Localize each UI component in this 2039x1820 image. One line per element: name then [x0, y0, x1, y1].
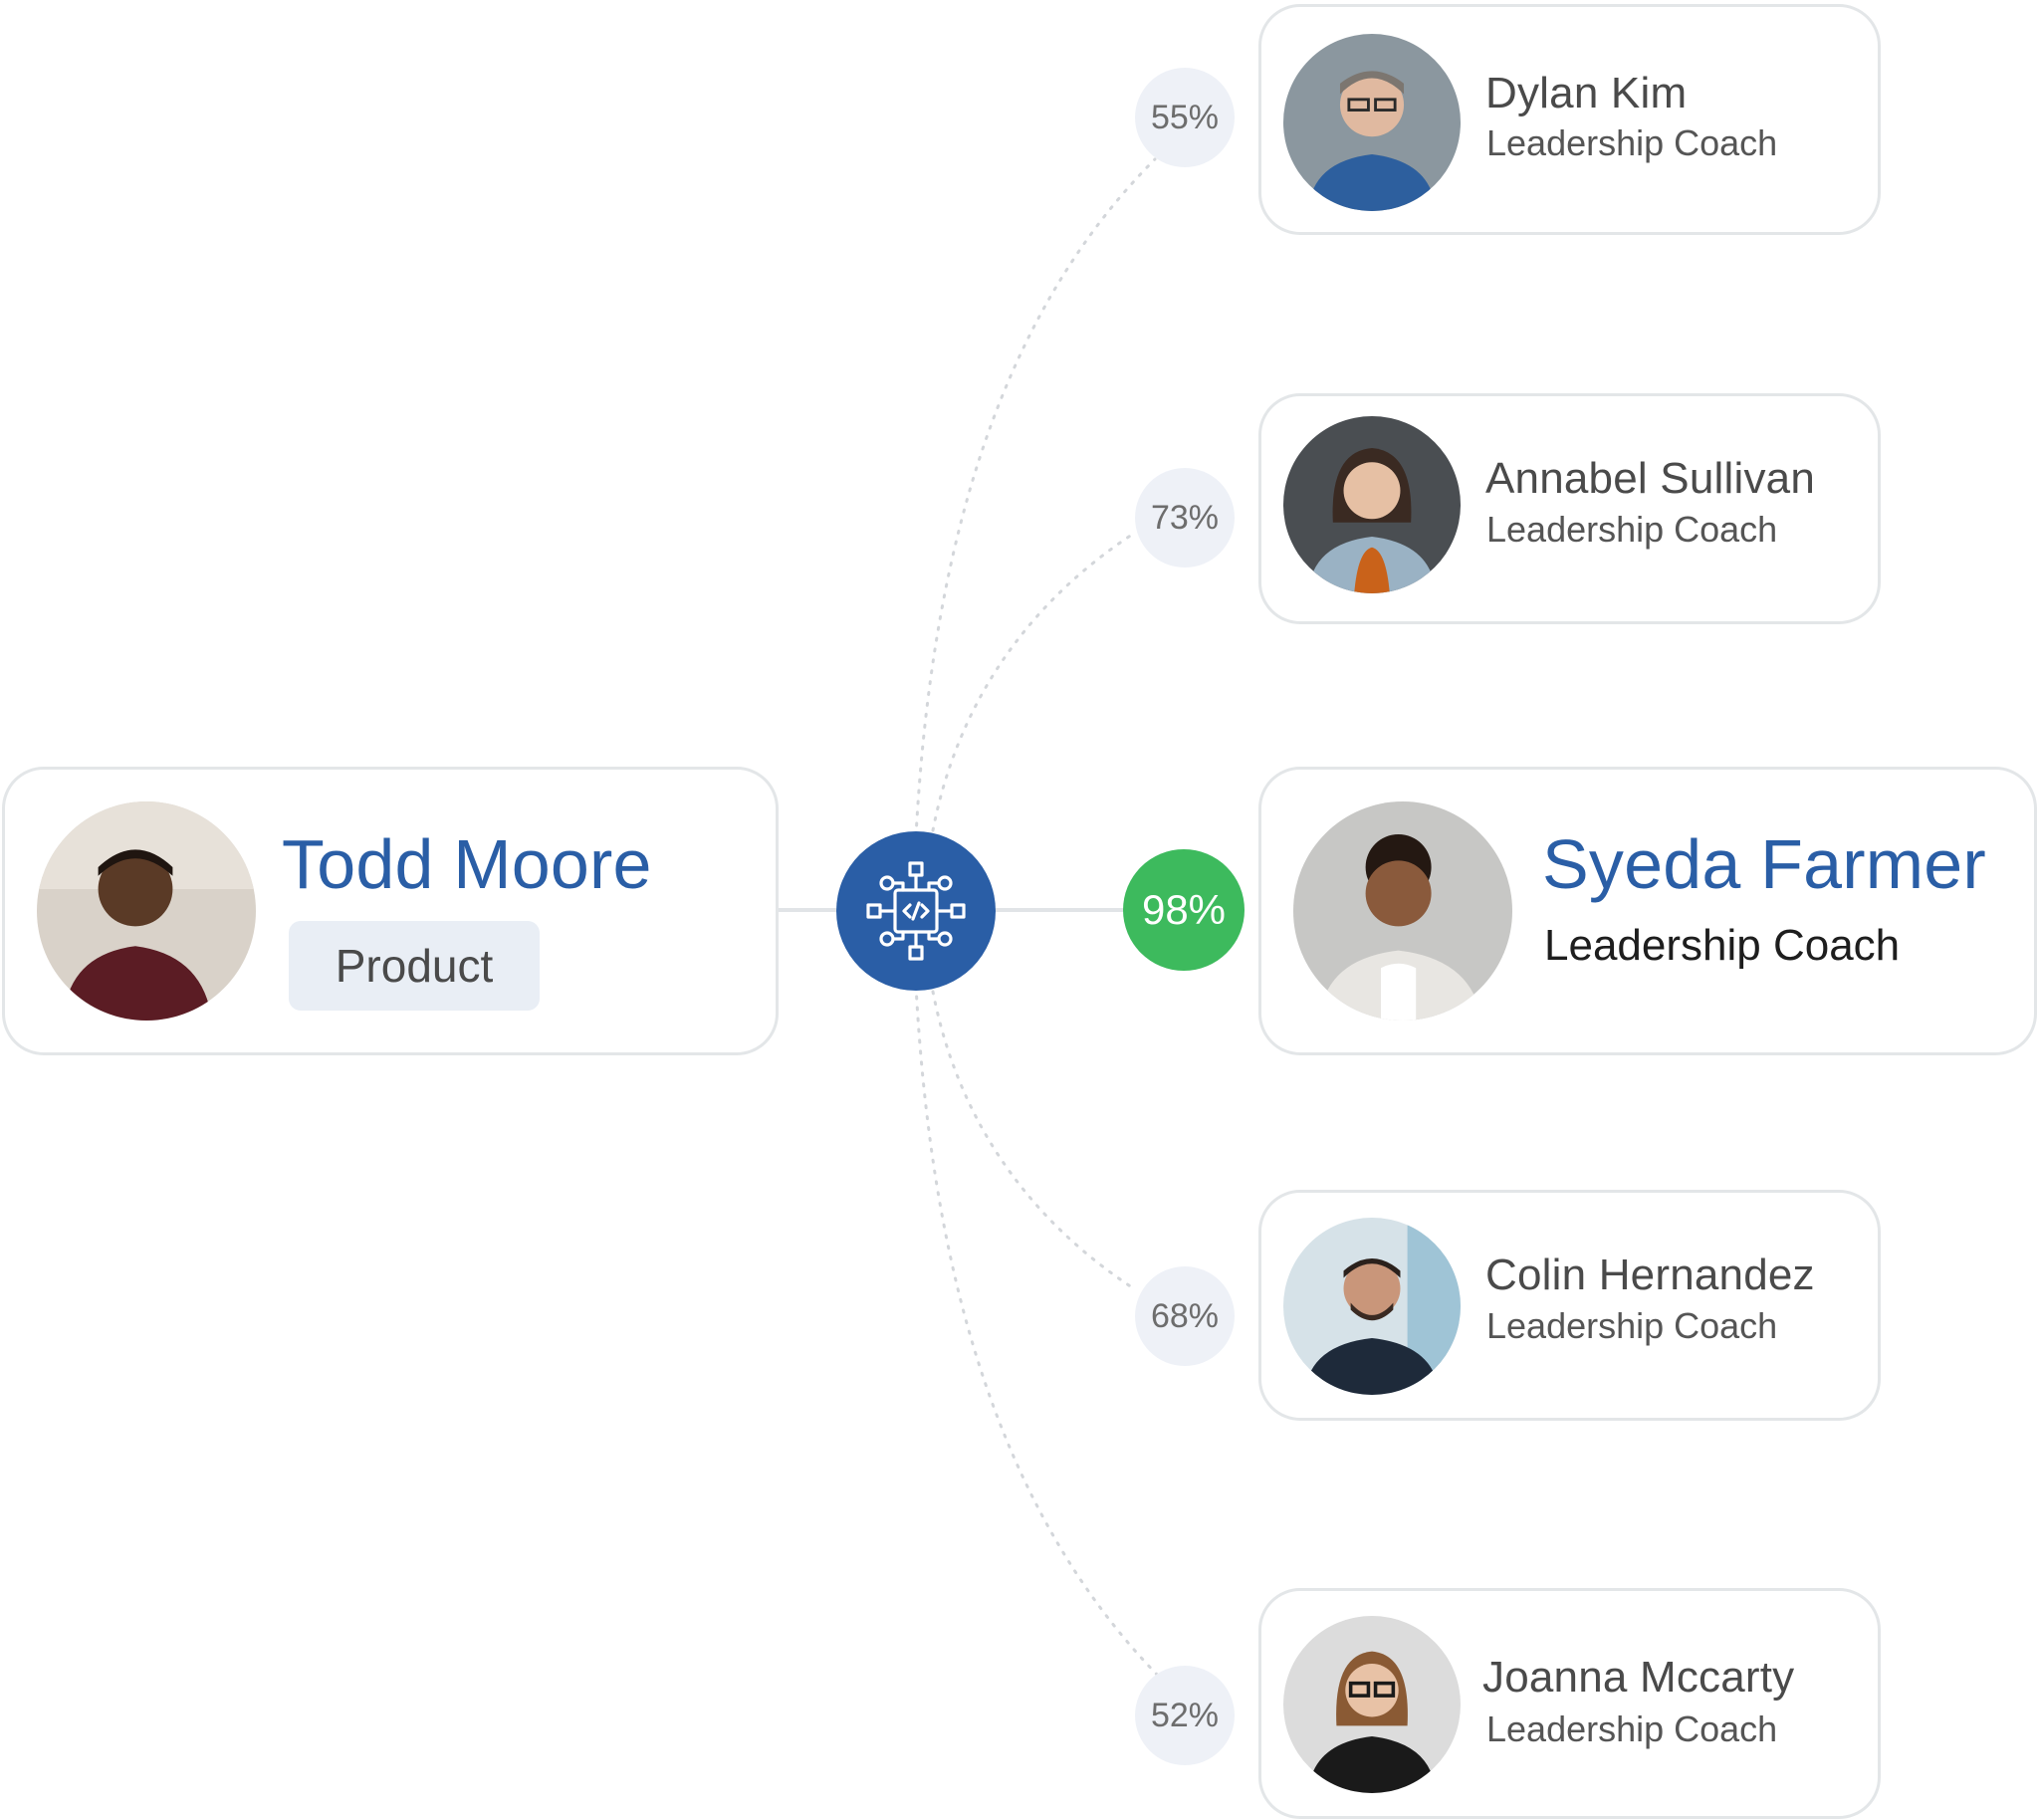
match-role: Leadership Coach — [1486, 509, 1778, 550]
match-score-badge: 55% — [1135, 68, 1235, 167]
department-tag: Product — [289, 921, 540, 1011]
match-score-badge: 73% — [1135, 468, 1235, 568]
matching-hub — [836, 831, 996, 991]
dotted-connector-4 — [929, 979, 1137, 1291]
best-match-avatar — [1293, 801, 1512, 1021]
match-role: Leadership Coach — [1486, 1708, 1778, 1749]
match-score-badge: 68% — [1135, 1266, 1235, 1366]
person-portrait-icon — [1283, 416, 1461, 593]
match-avatar — [1283, 1616, 1461, 1793]
person-portrait-icon — [37, 801, 256, 1021]
person-portrait-icon — [1283, 34, 1461, 211]
match-avatar — [1283, 34, 1461, 211]
dotted-connector-1 — [914, 157, 1157, 838]
match-card-colin-hernandez[interactable]: Colin Hernandez Leadership Coach — [1258, 1190, 1881, 1421]
dotted-connector-5 — [914, 984, 1167, 1685]
person-portrait-icon — [1283, 1218, 1461, 1395]
match-avatar — [1283, 1218, 1461, 1395]
source-name: Todd Moore — [282, 825, 652, 903]
person-portrait-icon — [1293, 801, 1512, 1021]
match-card-annabel-sullivan[interactable]: Annabel Sullivan Leadership Coach — [1258, 393, 1881, 624]
match-name: Colin Hernandez — [1485, 1251, 1815, 1299]
match-card-dylan-kim[interactable]: Dylan Kim Leadership Coach — [1258, 4, 1881, 235]
match-card-joanna-mccarty[interactable]: Joanna Mccarty Leadership Coach — [1258, 1588, 1881, 1819]
network-code-icon — [866, 861, 966, 961]
match-avatar — [1283, 416, 1461, 593]
dotted-connector-2 — [929, 531, 1137, 843]
source-profile-card[interactable]: Todd Moore Product — [2, 767, 779, 1055]
match-card-syeda-farmer[interactable]: Syeda Farmer Leadership Coach — [1258, 767, 2037, 1055]
match-name: Annabel Sullivan — [1485, 454, 1815, 503]
match-role: Leadership Coach — [1486, 122, 1778, 163]
best-match-name: Syeda Farmer — [1542, 825, 1986, 903]
match-role: Leadership Coach — [1486, 1305, 1778, 1346]
best-match-score-badge: 98% — [1123, 849, 1245, 971]
source-avatar — [37, 801, 256, 1021]
match-name: Joanna Mccarty — [1482, 1653, 1795, 1702]
person-portrait-icon — [1283, 1616, 1461, 1793]
match-score-badge: 52% — [1135, 1666, 1235, 1765]
match-name: Dylan Kim — [1485, 69, 1688, 117]
best-match-role: Leadership Coach — [1544, 921, 1901, 970]
